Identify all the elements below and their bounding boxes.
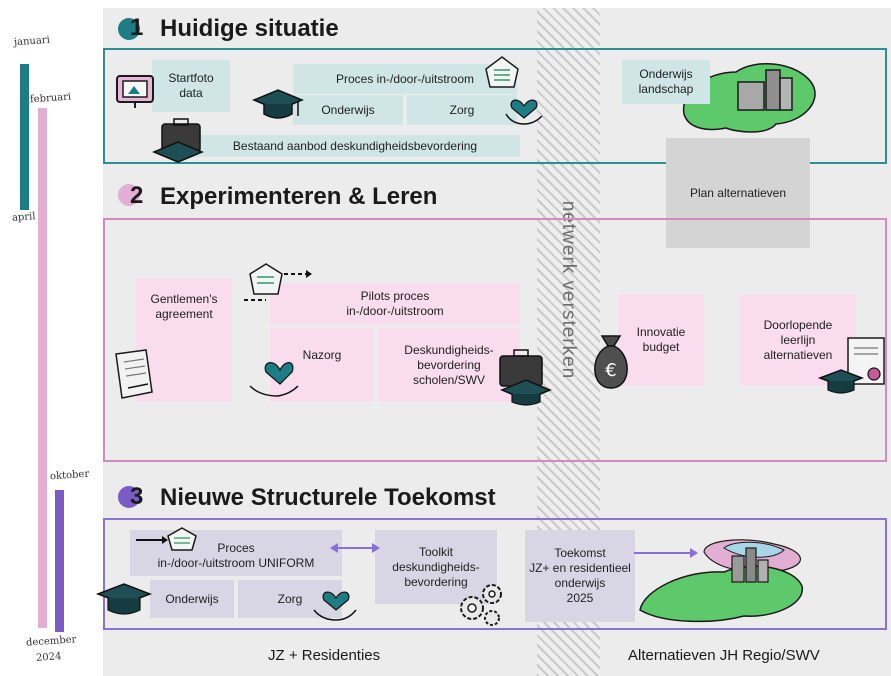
timeline-bar-phase2 (38, 108, 47, 628)
section3-number-circle (118, 486, 140, 508)
startfoto-label: Startfoto data (168, 71, 214, 100)
briefcase-cap-scholen-icon (499, 349, 552, 406)
onderwijs-box: Onderwijs (293, 95, 403, 125)
section3-number: 3 (130, 483, 144, 510)
section1-title: Huidige situatie (160, 15, 339, 42)
svg-text:€: € (605, 360, 616, 381)
doorlopende-leerlijn-box: Doorlopende leerlijn alternatieven (740, 294, 856, 386)
graduation-cap-uniform-icon (95, 583, 153, 615)
deskundigheid-scholen-label: Deskundigheids- bevordering scholen/SWV (404, 342, 494, 387)
section2-frame (103, 218, 887, 462)
section1-number: 1 (130, 14, 144, 41)
pilots-proces-label: Pilots proces in-/door-/uitstroom (346, 289, 444, 318)
landscape-island-icon (682, 62, 816, 133)
nazorg-label: Nazorg (302, 348, 342, 362)
onderwijs-uniform-box: Onderwijs (150, 580, 234, 618)
section1-number-circle (118, 18, 140, 40)
pilots-proces-box: Pilots proces in-/door-/uitstroom (270, 283, 520, 325)
graduation-cap-icon (252, 89, 304, 119)
startfoto-box: Startfoto data (152, 60, 230, 112)
toolkit-box: Toolkit deskundigheids- bevordering (375, 530, 497, 604)
timeline-oktober: oktober (49, 468, 90, 483)
briefcase-cap-icon (152, 118, 204, 163)
timeline-bar-phase3 (55, 490, 64, 632)
plan-alternatieven-label: Plan alternatieven (689, 185, 787, 200)
proces-uniform-box: Proces in-/door-/uitstroom UNIFORM (130, 530, 342, 576)
onderwijs-label: Onderwijs (321, 102, 375, 117)
section3-title: Nieuwe Structurele Toekomst (160, 484, 496, 511)
bottom-label-left: JZ + Residenties (268, 647, 381, 664)
gentlemens-agreement-label: Gentlemen's agreement (150, 292, 218, 321)
doorlopende-leerlijn-label: Doorlopende leerlijn alternatieven (763, 317, 833, 362)
bestaand-aanbod-box: Bestaand aanbod deskundigheidsbevorderin… (190, 135, 520, 157)
heart-hand-zorg-icon (313, 591, 357, 621)
arrow-right-purple (634, 548, 698, 558)
toekomst-label: Toekomst JZ+ en residentieel onderwijs 2… (529, 546, 631, 605)
timeline-april: april (11, 211, 36, 224)
house-checklist-icon (485, 56, 519, 88)
scroll-contract-icon (115, 349, 153, 399)
innovatie-budget-box: Innovatie budget (618, 294, 704, 386)
section2-number-circle (118, 184, 140, 206)
heart-hand-icon (505, 99, 543, 125)
zorg-label: Zorg (449, 102, 475, 117)
proces-uniform-label: Proces in-/door-/uitstroom UNIFORM (157, 541, 315, 570)
section3-frame (103, 518, 887, 630)
money-bag-icon: € (594, 335, 628, 389)
house-checklist-arrow-icon (244, 263, 312, 301)
gentlemens-agreement-box: Gentlemen's agreement (136, 278, 232, 402)
double-arrow-purple (330, 543, 380, 553)
timeline-year: 2024 (35, 651, 62, 664)
toolkit-label: Toolkit deskundigheids- bevordering (392, 544, 480, 589)
timeline-februari: februari (29, 91, 72, 106)
monitor-icon (116, 75, 154, 108)
timeline-bar-phase1 (20, 64, 29, 210)
innovatie-budget-label: Innovatie budget (636, 325, 686, 354)
zorg-box: Zorg (407, 95, 517, 125)
toekomst-box: Toekomst JZ+ en residentieel onderwijs 2… (525, 530, 635, 622)
deskundigheid-scholen-box: Deskundigheids- bevordering scholen/SWV (378, 328, 520, 402)
timeline-december: december (25, 634, 77, 649)
timeline-januari: januari (13, 34, 51, 49)
zorg-uniform-label: Zorg (277, 591, 303, 606)
bottom-label-right: Alternatieven JH Regio/SWV (628, 647, 820, 664)
future-landscape-icon (639, 539, 803, 623)
section1-frame (103, 48, 887, 164)
bestaand-aanbod-label: Bestaand aanbod deskundigheidsbevorderin… (232, 138, 478, 153)
section2-number: 2 (130, 182, 144, 209)
proces-box: Proces in-/door-/uitstroom (293, 64, 517, 94)
plan-alternatieven-box: Plan alternatieven (666, 138, 810, 248)
proces-label: Proces in-/door-/uitstroom (335, 71, 475, 86)
heart-hand-nazorg-icon (249, 362, 299, 397)
onderwijs-landschap-label: Onderwijs landschap (638, 67, 694, 96)
onderwijs-uniform-label: Onderwijs (165, 591, 219, 606)
section2-title: Experimenteren & Leren (160, 183, 438, 210)
arrow-house-icon (136, 527, 197, 551)
onderwijs-landschap-box: Onderwijs landschap (622, 60, 710, 104)
graduation-cap-leerlijn-icon (817, 369, 865, 394)
gears-icon (460, 584, 502, 626)
